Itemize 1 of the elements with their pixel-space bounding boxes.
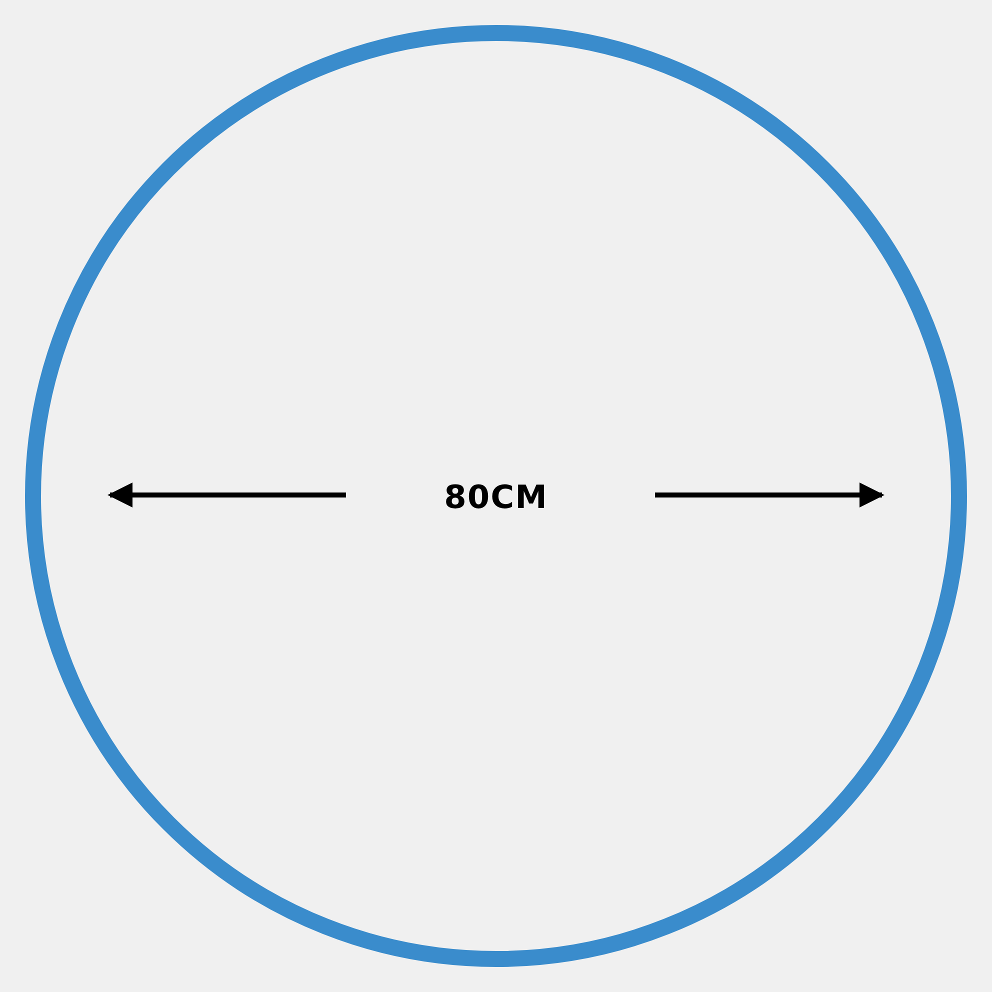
dimension-label: 80CM [444, 478, 548, 516]
